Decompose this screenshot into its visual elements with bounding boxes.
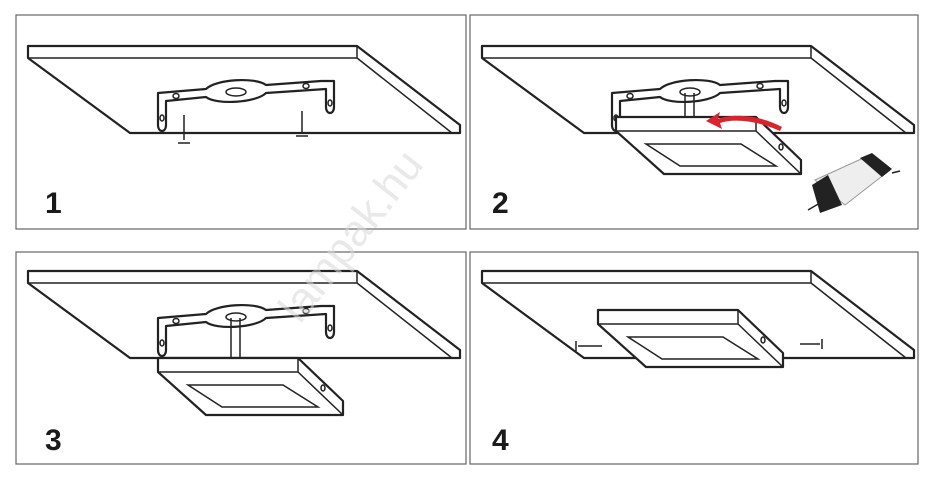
step-number: 3 <box>45 424 62 457</box>
step-number: 1 <box>45 187 62 220</box>
step-number: 2 <box>492 187 509 220</box>
screw-icon <box>178 111 308 144</box>
step-1-panel: 1 <box>15 14 467 230</box>
step-2-panel: 2 <box>469 14 919 230</box>
step-4-panel: 4 <box>469 251 919 465</box>
arrow-icon <box>706 112 782 131</box>
led-driver-icon <box>807 153 901 213</box>
screw-icon <box>575 339 823 351</box>
step-number: 4 <box>492 424 509 457</box>
step-3-panel: 3 <box>15 251 467 465</box>
